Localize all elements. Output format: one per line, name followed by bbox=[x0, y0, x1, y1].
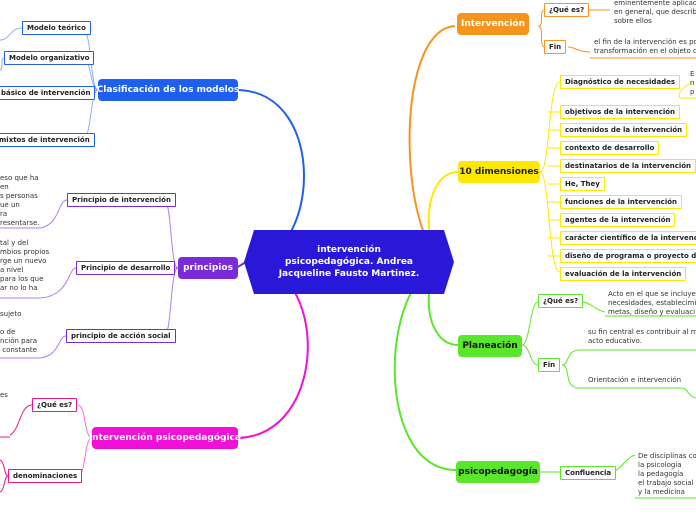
dim-contenidos[interactable]: contenidos de la intervención bbox=[560, 123, 688, 137]
principio-accion-social-label: principio de acción social bbox=[71, 332, 171, 340]
dim-destinatarios-label: destinatarios de la intervención bbox=[565, 162, 692, 170]
branch-intervencion-psicopedagogica-label: intervención psicopedagógica bbox=[89, 433, 241, 443]
dim-diagnostico[interactable]: Diagnóstico de necesidades bbox=[560, 75, 681, 89]
branch-principios[interactable]: principios bbox=[178, 257, 238, 279]
interv-left-que-es-label: ¿Qué es? bbox=[37, 401, 73, 409]
psicopedagogia-confluencia[interactable]: Confluencia bbox=[560, 466, 617, 480]
intervencion-fin-label: Fin bbox=[549, 43, 562, 51]
dim-objetivos[interactable]: objetivos de la intervención bbox=[560, 105, 681, 119]
intervencion-que-es[interactable]: ¿Qué es? bbox=[544, 3, 590, 17]
dim-diseno-label: diseño de programa o proyecto de interve… bbox=[565, 252, 696, 260]
dim-he-they[interactable]: He, They bbox=[560, 177, 605, 191]
modelo-basico-label: básico de intervención bbox=[1, 89, 91, 97]
modelo-basico[interactable]: básico de intervención bbox=[0, 86, 96, 100]
dim-evaluacion[interactable]: evaluación de la intervención bbox=[560, 267, 687, 281]
dim-he-they-label: He, They bbox=[565, 180, 600, 188]
dim-agentes-label: agentes de la intervención bbox=[565, 216, 671, 224]
central-topic-label: intervención psicopedagógica. Andrea Jac… bbox=[278, 245, 420, 279]
dim-evaluacion-label: evaluación de la intervención bbox=[565, 270, 682, 278]
planeacion-que-es-text: Acto en el que se incluye necesidades, e… bbox=[608, 290, 696, 316]
branch-intervencion-psicopedagogica[interactable]: intervención psicopedagógica bbox=[89, 427, 241, 449]
modelos-mixtos-label: mixtos de intervención bbox=[0, 136, 90, 144]
dim-diagnostico-label: Diagnóstico de necesidades bbox=[565, 78, 676, 86]
dim-caracter-label: carácter científico de la intervención bbox=[565, 234, 696, 242]
psicopedagogia-confluencia-label: Confluencia bbox=[565, 469, 612, 477]
principio-intervencion-text: eso que ha en s personas ue un ra resent… bbox=[0, 174, 40, 227]
planeacion-que-es-label: ¿Qué es? bbox=[543, 297, 579, 305]
principio-accion-social[interactable]: principio de acción social bbox=[66, 329, 176, 343]
branch-10-dimensiones-label: 10 dimensiones bbox=[459, 167, 539, 177]
central-topic-shape bbox=[244, 230, 454, 294]
branch-intervencion-label: Intervención bbox=[461, 19, 525, 29]
branch-intervencion[interactable]: Intervención bbox=[457, 13, 529, 35]
modelos-mixtos[interactable]: mixtos de intervención bbox=[0, 133, 95, 147]
interv-left-denominaciones-label: denominaciones bbox=[13, 472, 78, 480]
dim-funciones-label: funciones de la intervención bbox=[565, 198, 678, 206]
dim-objetivos-label: objetivos de la intervención bbox=[565, 108, 676, 116]
branch-psicopedagogia-label: psicopedagogía bbox=[458, 467, 538, 477]
branch-planeacion-label: Planeación bbox=[462, 341, 518, 351]
interv-left-text: es bbox=[0, 391, 8, 399]
intervencion-fin-text: el fin de la intervención es po transfor… bbox=[594, 38, 696, 55]
principio-intervencion-label: Principio de intervención bbox=[72, 196, 171, 204]
principio-accion-social-text: sujeto o de nción para constante bbox=[0, 310, 38, 354]
intervencion-que-es-text: eminentemente aplicad en general, que de… bbox=[614, 0, 696, 25]
dim-destinatarios[interactable]: destinatarios de la intervención bbox=[560, 159, 696, 173]
planeacion-fin-label: Fin bbox=[543, 361, 556, 369]
interv-left-que-es[interactable]: ¿Qué es? bbox=[32, 398, 78, 412]
branch-clasificacion-label: Clasificación de los modelos bbox=[96, 85, 240, 95]
branch-psicopedagogia[interactable]: psicopedagogía bbox=[456, 461, 540, 483]
dim-diseno[interactable]: diseño de programa o proyecto de interve… bbox=[560, 249, 696, 263]
intervencion-que-es-label: ¿Qué es? bbox=[549, 6, 585, 14]
dim-agentes[interactable]: agentes de la intervención bbox=[560, 213, 676, 227]
branch-principios-label: principios bbox=[183, 263, 233, 273]
branch-10-dimensiones[interactable]: 10 dimensiones bbox=[458, 161, 540, 183]
interv-left-denominaciones[interactable]: denominaciones bbox=[8, 469, 83, 483]
principio-desarrollo[interactable]: Principio de desarrollo bbox=[76, 261, 176, 275]
planeacion-que-es[interactable]: ¿Qué es? bbox=[538, 294, 584, 308]
dim-contexto-label: contexto de desarrollo bbox=[565, 144, 655, 152]
dim-diagnostico-text: E n p bbox=[690, 70, 695, 96]
modelo-organizativo[interactable]: Modelo organizativo bbox=[4, 51, 95, 65]
modelo-teorico-label: Modelo teórico bbox=[27, 24, 86, 32]
dim-contexto[interactable]: contexto de desarrollo bbox=[560, 141, 660, 155]
planeacion-fin-text-2: Orientación e intervención bbox=[588, 376, 682, 384]
modelo-teorico[interactable]: Modelo teórico bbox=[22, 21, 91, 35]
principio-intervencion[interactable]: Principio de intervención bbox=[67, 193, 176, 207]
branch-planeacion[interactable]: Planeación bbox=[458, 335, 522, 357]
principio-desarrollo-text: tal y del mbios propios rge un nuevo a n… bbox=[0, 239, 50, 292]
dim-funciones[interactable]: funciones de la intervención bbox=[560, 195, 683, 209]
planeacion-fin[interactable]: Fin bbox=[538, 358, 561, 372]
intervencion-fin[interactable]: Fin bbox=[544, 40, 567, 54]
modelo-organizativo-label: Modelo organizativo bbox=[9, 54, 90, 62]
psicopedagogia-confluencia-text: De disciplinas co la psicología la pedag… bbox=[638, 452, 696, 496]
dim-contenidos-label: contenidos de la intervención bbox=[565, 126, 683, 134]
principio-desarrollo-label: Principio de desarrollo bbox=[81, 264, 171, 272]
dim-caracter[interactable]: carácter científico de la intervención bbox=[560, 231, 696, 245]
planeacion-fin-text-1: su fin central es contribuir al m acto e… bbox=[588, 328, 696, 345]
central-topic[interactable]: intervención psicopedagógica. Andrea Jac… bbox=[244, 230, 454, 294]
branch-clasificacion[interactable]: Clasificación de los modelos bbox=[96, 79, 240, 101]
